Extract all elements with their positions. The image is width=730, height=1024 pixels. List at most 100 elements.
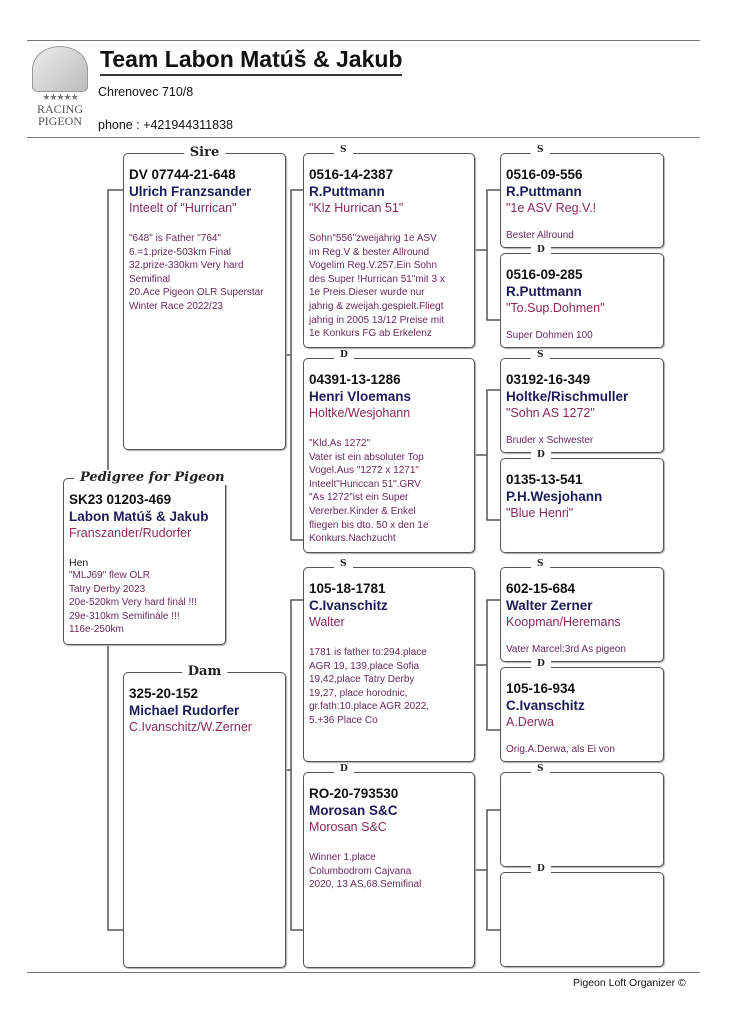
ring-number: DV 07744-21-648 xyxy=(129,167,236,182)
ring-number: 0516-09-285 xyxy=(506,267,583,282)
breeder-name: R.Puttmann xyxy=(506,184,582,199)
box-label: S xyxy=(531,559,550,569)
connector-gen2-2 xyxy=(475,599,500,731)
racing-pigeon-logo: ★★★★★ RACING PIGEON xyxy=(27,44,93,136)
grandparent-box[interactable]: S 0516-14-2387 R.Puttmann "Klz Hurrican … xyxy=(303,145,475,348)
ring-number: SK23 01203-469 xyxy=(69,492,172,507)
breeder-name: C.Ivanschitz xyxy=(309,598,388,613)
connector-dam xyxy=(286,599,303,931)
breeder-name: R.Puttmann xyxy=(506,284,582,299)
logo-text-pigeon: PIGEON xyxy=(38,114,82,128)
box-label: S xyxy=(531,350,550,360)
box-label: Sire xyxy=(183,145,226,160)
ring-number: 105-18-1781 xyxy=(309,581,386,596)
strain: Walter xyxy=(309,615,345,629)
box-label: D xyxy=(531,659,551,669)
strain: Koopman/Heremans xyxy=(506,615,621,629)
loft-title: Team Labon Matúš & Jakub xyxy=(100,46,403,76)
grandparent-box[interactable]: S 105-18-1781 C.Ivanschitz Walter 1781 is… xyxy=(303,559,475,762)
box-label: D xyxy=(334,350,354,360)
box-label: Dam xyxy=(181,664,228,679)
strain: Franszander/Rudorfer xyxy=(69,526,192,540)
great-grandparent-box[interactable]: S 0516-09-556 R.Puttmann "1e ASV Reg.V.!… xyxy=(500,145,664,248)
box-label: S xyxy=(334,559,353,569)
great-grandparent-box[interactable]: S 03192-16-349 Holtke/Rischmuller "Sohn … xyxy=(500,350,664,453)
ring-number: 0135-13-541 xyxy=(506,472,583,487)
breeder-name: C.Ivanschitz xyxy=(506,698,585,713)
grandparent-box[interactable]: D 04391-13-1286 Henri Vloemans Holtke/We… xyxy=(303,350,475,553)
notes: 1781 is father to:294.place AGR 19, 139.… xyxy=(309,647,430,726)
ring-number: 602-15-684 xyxy=(506,581,576,596)
pigeon-head-icon xyxy=(32,46,88,92)
great-grandparent-box[interactable]: S 602-15-684 Walter Zerner Koopman/Herem… xyxy=(500,559,664,662)
box-label: D xyxy=(531,864,551,874)
strain: Holtke/Wesjohann xyxy=(309,406,411,420)
ring-number: 325-20-152 xyxy=(129,686,199,701)
ring-number: 105-16-934 xyxy=(506,681,576,696)
connector-gen2-3 xyxy=(475,809,500,931)
strain: "Klz Hurrican 51" xyxy=(309,201,404,215)
strain: Morosan S&C xyxy=(309,820,387,834)
box-label: S xyxy=(334,145,353,155)
connector-gen2-0 xyxy=(475,189,500,321)
pigeon-box[interactable]: Pedigree for Pigeon SK23 01203-469 Labon… xyxy=(63,470,231,645)
breeder-name: Labon Matúš & Jakub xyxy=(69,509,209,524)
connector-gen2-1 xyxy=(475,389,500,521)
ring-number: RO-20-793530 xyxy=(309,786,399,801)
loft-address: Chrenovec 710/8 xyxy=(98,85,194,99)
breeder-name: Michael Rudorfer xyxy=(129,703,240,718)
connector-sire xyxy=(286,189,303,541)
breeder-name: P.H.Wesjohann xyxy=(506,489,603,504)
breeder-name: Henri Vloemans xyxy=(309,389,412,404)
logo-stars: ★★★★★ xyxy=(42,92,78,102)
box-label: D xyxy=(531,450,551,460)
great-grandparent-box[interactable]: D 0135-13-541 P.H.Wesjohann "Blue Henri" xyxy=(500,450,664,553)
header-bottom-rule xyxy=(27,137,700,138)
great-grandparent-box[interactable]: S xyxy=(500,764,664,867)
notes: Bester Allround xyxy=(506,230,574,242)
ring-number: 0516-14-2387 xyxy=(309,167,394,182)
breeder-name: Walter Zerner xyxy=(506,598,593,613)
strain: "Blue Henri" xyxy=(506,506,574,520)
notes: Sohn"556"zweijahrig 1e ASV im Reg.V & be… xyxy=(309,233,445,340)
strain: "To.Sup.Dohmen" xyxy=(506,301,605,315)
strain: A.Derwa xyxy=(506,715,554,729)
ring-number: 03192-16-349 xyxy=(506,372,591,387)
strain: C.Ivanschitz/W.Zerner xyxy=(129,720,252,734)
notes: Winner 1.place Columbodrom Cajvana 2020,… xyxy=(309,852,422,891)
breeder-name: Ulrich Franzsander xyxy=(129,184,252,199)
notes: Bruder x Schwester xyxy=(506,435,594,447)
box-label: S xyxy=(531,145,550,155)
notes: Orig.A.Derwa, als Ei von xyxy=(506,744,615,756)
logo-text-racing: RACING xyxy=(36,102,83,116)
great-grandparent-box[interactable]: D xyxy=(500,864,664,967)
notes: "648" is Father "764" 6.=1.prize-503km F… xyxy=(129,233,264,312)
header-top-rule xyxy=(27,40,700,41)
breeder-name: R.Puttmann xyxy=(309,184,385,199)
loft-phone: phone : +421944311838 xyxy=(98,118,233,132)
breeder-name: Holtke/Rischmuller xyxy=(506,389,629,404)
footer-rule xyxy=(27,972,700,973)
notes: Super Dohmen 100 xyxy=(506,330,593,342)
sex: Hen xyxy=(69,557,89,569)
box-label: S xyxy=(531,764,550,774)
box-label: Pedigree for Pigeon xyxy=(74,470,231,485)
strain: "Sohn AS 1272" xyxy=(506,406,595,420)
ring-number: 0516-09-556 xyxy=(506,167,583,182)
box-label: D xyxy=(531,245,551,255)
dam-box[interactable]: Dam 325-20-152 Michael Rudorfer C.Ivansc… xyxy=(123,664,286,968)
footer-credit: Pigeon Loft Organizer © xyxy=(573,977,686,989)
sire-box[interactable]: Sire DV 07744-21-648 Ulrich Franzsander … xyxy=(123,145,286,450)
connector-pigeon-parents xyxy=(107,189,123,931)
notes: Vater Marcel:3rd As pigeon xyxy=(506,644,626,656)
breeder-name: Morosan S&C xyxy=(309,803,398,818)
strain: "1e ASV Reg.V.! xyxy=(506,201,597,215)
notes: "Kld.As 1272" Vater ist ein absoluter To… xyxy=(309,438,429,545)
great-grandparent-box[interactable]: D 0516-09-285 R.Puttmann "To.Sup.Dohmen"… xyxy=(500,245,664,348)
strain: Inteelt of "Hurrican" xyxy=(129,201,237,215)
notes: "MLJ69" flew OLR Tatry Derby 2023 20e-52… xyxy=(69,570,197,636)
ring-number: 04391-13-1286 xyxy=(309,372,401,387)
